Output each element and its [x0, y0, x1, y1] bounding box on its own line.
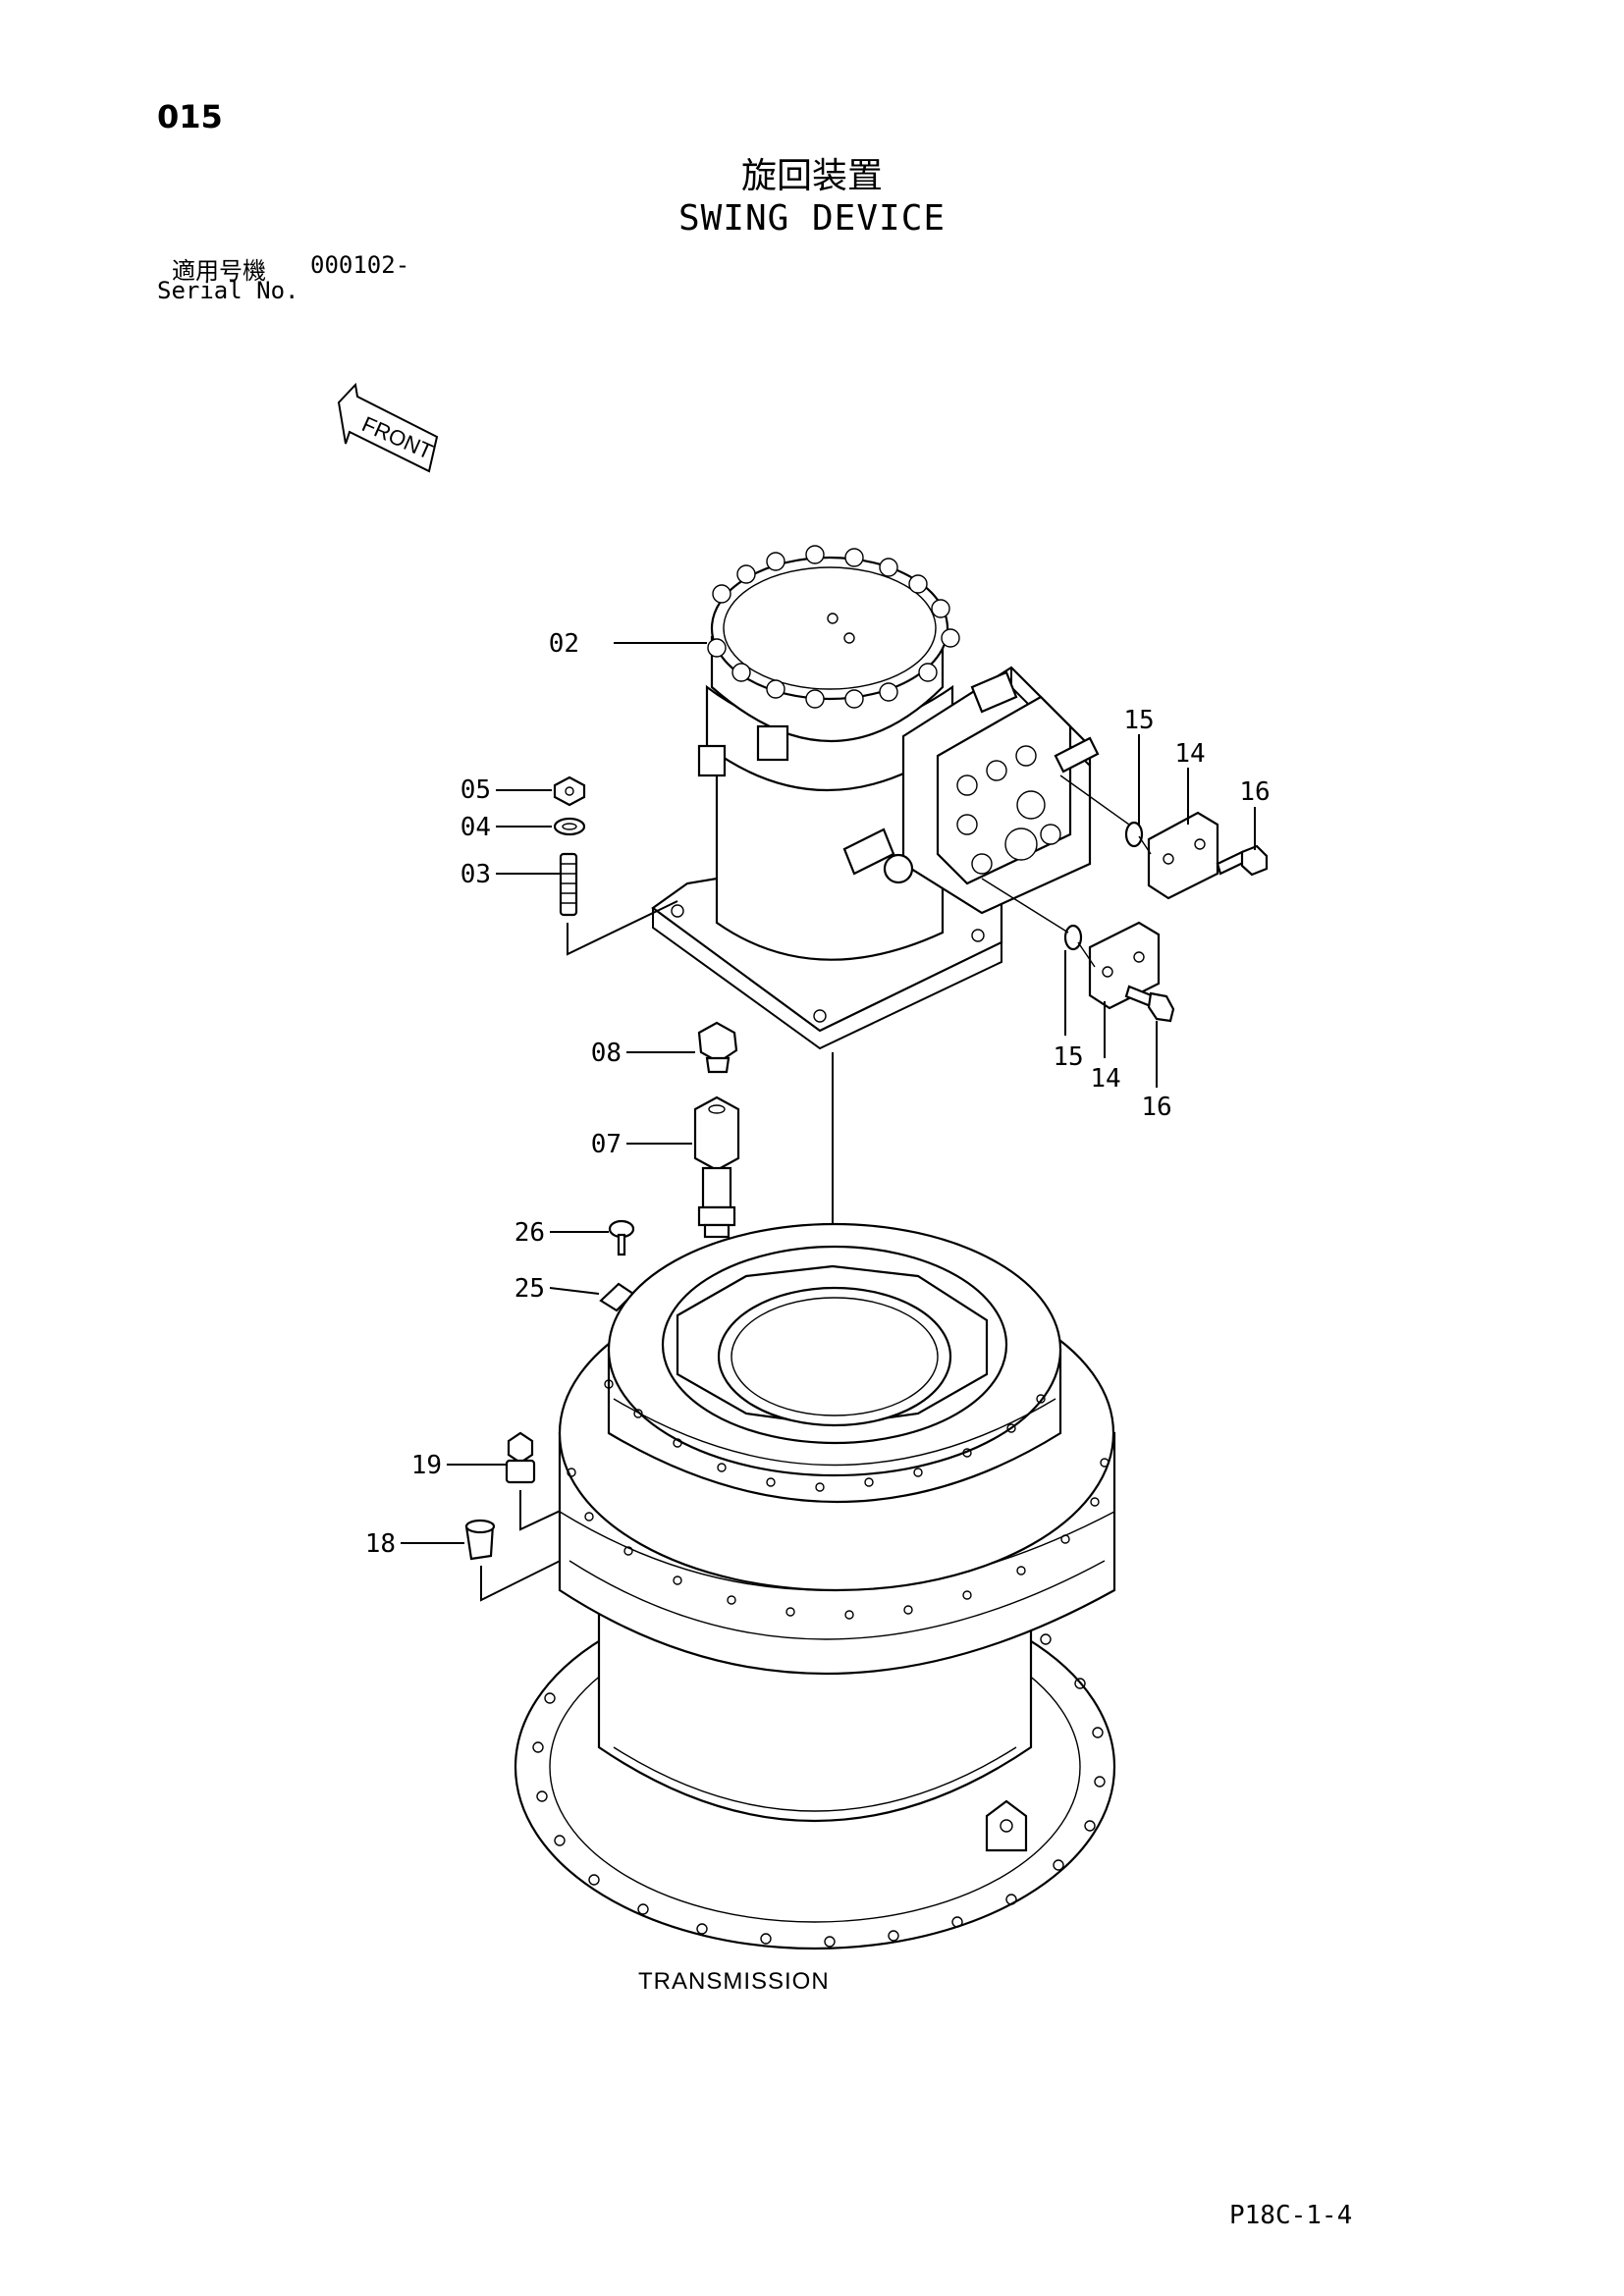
- serial-label-en: Serial No.: [157, 277, 299, 304]
- page-number: 015: [157, 98, 223, 135]
- rivet-part-26: [608, 1219, 635, 1256]
- callout-04: 04: [460, 813, 491, 842]
- transmission-assembly: [514, 1222, 1116, 1950]
- page-title-en: SWING DEVICE: [677, 198, 947, 239]
- washer-part-04: [553, 817, 586, 836]
- callout-15-lower: 15: [1053, 1042, 1083, 1072]
- swing-motor-part: [651, 545, 1100, 1050]
- plug-part-19: [505, 1431, 536, 1484]
- callout-16-lower: 16: [1141, 1093, 1171, 1122]
- o-ring-part-15-upper: [1124, 821, 1144, 848]
- stud-part-03: [559, 852, 578, 917]
- callout-07: 07: [591, 1130, 622, 1159]
- nut-part-05: [553, 775, 586, 807]
- callout-18: 18: [365, 1529, 396, 1559]
- bolt-part-16-upper: [1216, 844, 1269, 877]
- callout-leaders: [401, 642, 1256, 1544]
- upper-cover-leader: [1059, 774, 1152, 855]
- plug-part-08: [697, 1021, 738, 1074]
- stud-leader-line: [567, 900, 678, 956]
- cover-plate-part-14-upper: [1147, 811, 1219, 900]
- plug-part-18: [464, 1519, 496, 1561]
- page-title-jp: 旋回装置: [740, 156, 883, 196]
- drawing-code: P18C-1-4: [1229, 2201, 1353, 2230]
- bolt-part-16-lower: [1124, 985, 1175, 1023]
- serial-label-jp: 適用号機: [172, 257, 266, 285]
- callout-14-upper: 14: [1174, 739, 1205, 769]
- o-ring-part-15-lower: [1063, 924, 1083, 951]
- callout-08: 08: [591, 1039, 622, 1068]
- valve-part-07: [693, 1095, 740, 1239]
- transmission-label: TRANSMISSION: [638, 1968, 830, 1995]
- callout-02: 02: [549, 629, 579, 659]
- callout-15-upper: 15: [1123, 706, 1154, 735]
- front-arrow-icon: FRONT: [337, 382, 439, 473]
- callout-26: 26: [514, 1218, 545, 1248]
- callout-16-upper: 16: [1239, 777, 1270, 807]
- callout-19: 19: [411, 1451, 442, 1480]
- callout-03: 03: [460, 860, 491, 889]
- lower-cover-leader: [981, 878, 1096, 968]
- callout-14-lower: 14: [1090, 1064, 1120, 1094]
- cover-plate-part-14-lower: [1088, 921, 1161, 1010]
- callout-05: 05: [460, 775, 491, 805]
- callout-25: 25: [514, 1274, 545, 1304]
- serial-value: 000102-: [310, 251, 410, 279]
